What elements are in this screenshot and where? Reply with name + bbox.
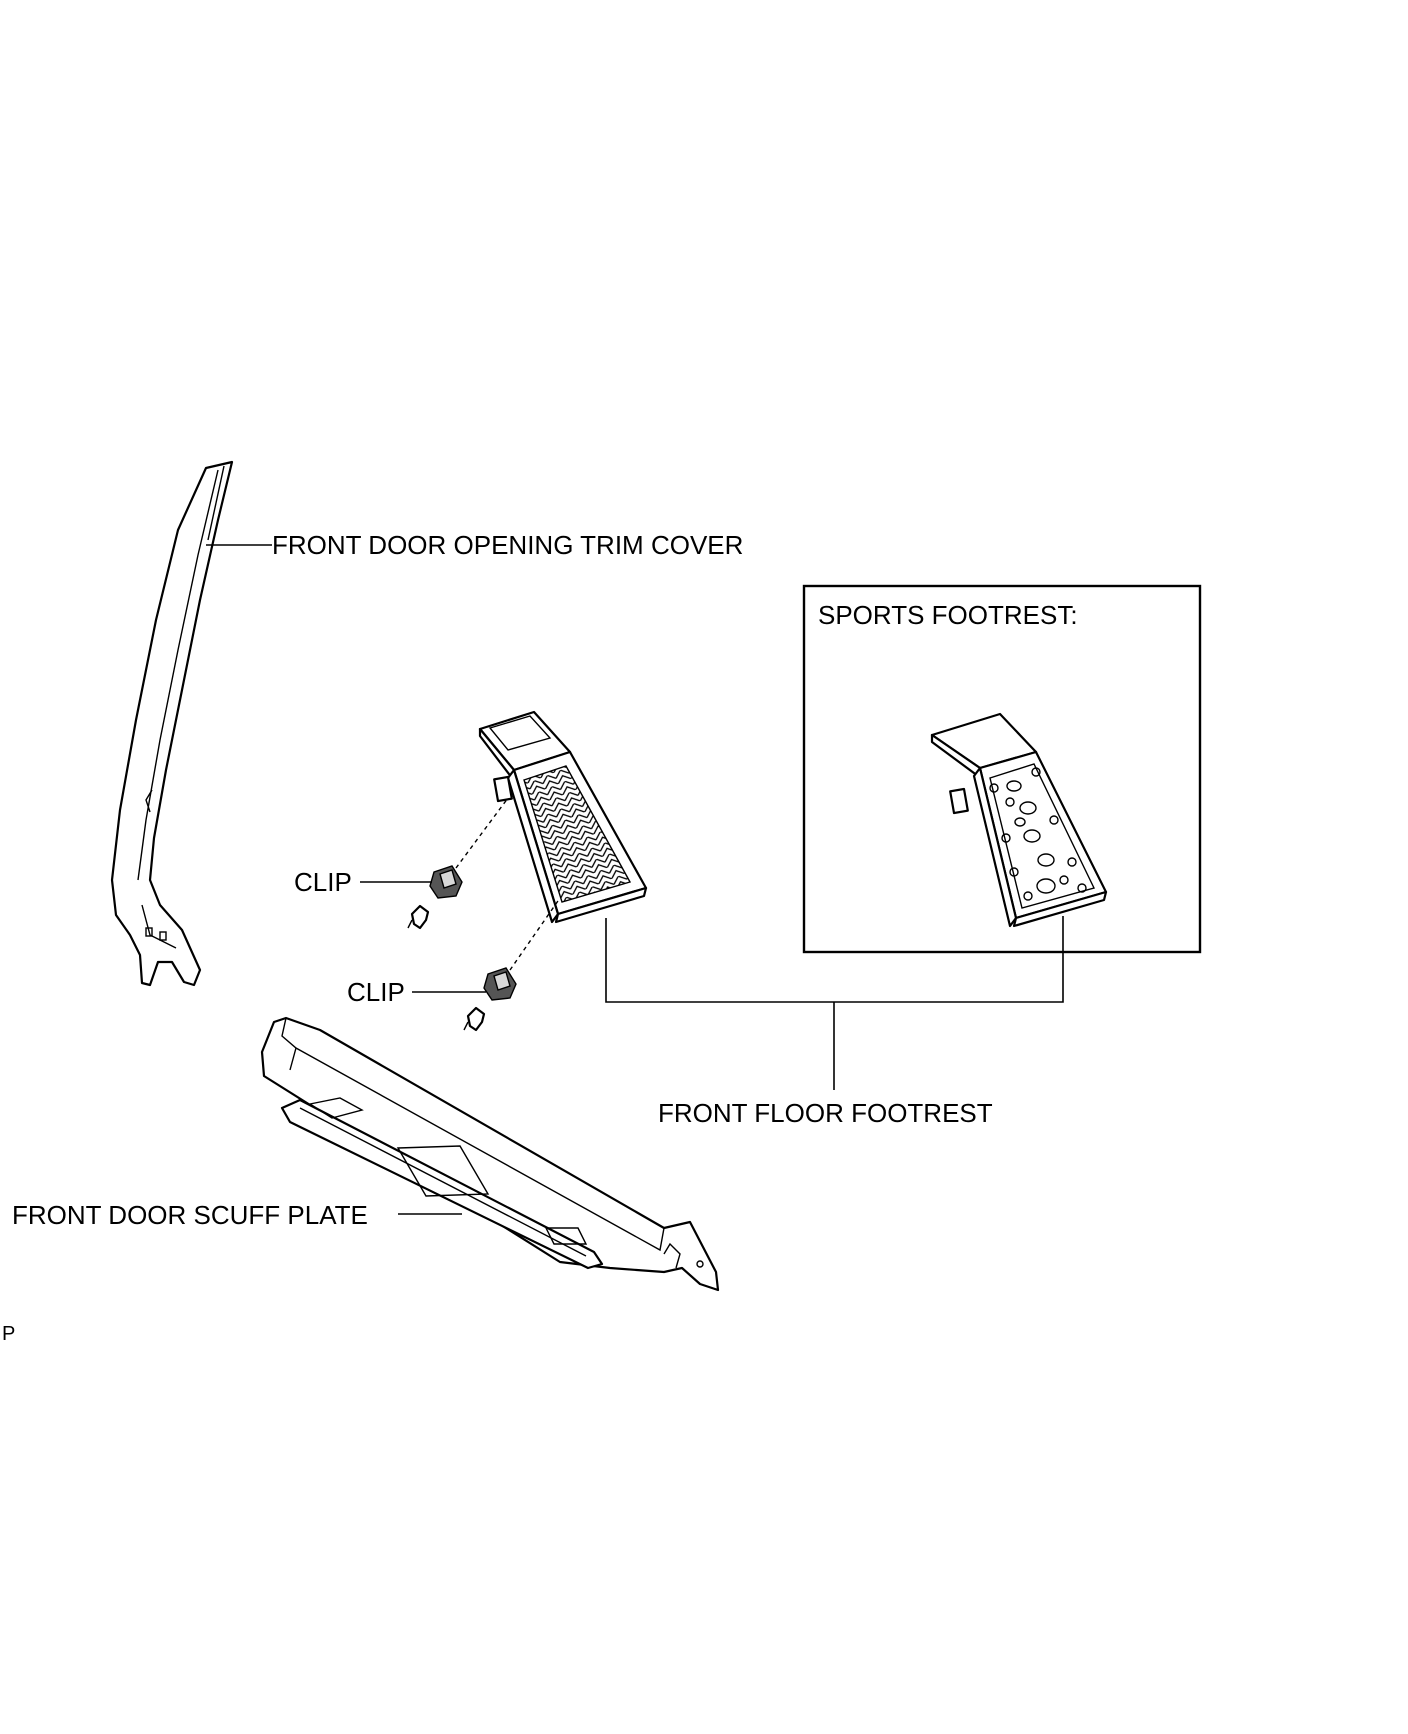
label-corner-mark: P	[2, 1323, 15, 1345]
sports-footrest-box	[802, 584, 1202, 954]
sports-footrest-pedal	[930, 712, 1108, 928]
label-front-door-opening-trim-cover: FRONT DOOR OPENING TRIM COVER	[272, 530, 743, 560]
clip-upper	[407, 865, 463, 930]
label-clip-lower: CLIP	[347, 977, 405, 1007]
label-sports-footrest: SPORTS FOOTREST:	[818, 600, 1078, 630]
front-door-scuff-plate	[260, 1016, 720, 1292]
clip-lower	[463, 967, 517, 1032]
label-front-floor-footrest: FRONT FLOOR FOOTREST	[658, 1098, 993, 1128]
clip-upper-dashed-guide	[455, 797, 509, 869]
label-clip-upper: CLIP	[294, 867, 352, 897]
footrest-bracket-leader	[605, 916, 1064, 1003]
front-door-opening-trim-cover	[110, 460, 234, 987]
clip-lower-dashed-guide	[509, 897, 561, 971]
front-floor-footrest	[478, 710, 648, 924]
label-front-door-scuff-plate: FRONT DOOR SCUFF PLATE	[12, 1200, 368, 1230]
